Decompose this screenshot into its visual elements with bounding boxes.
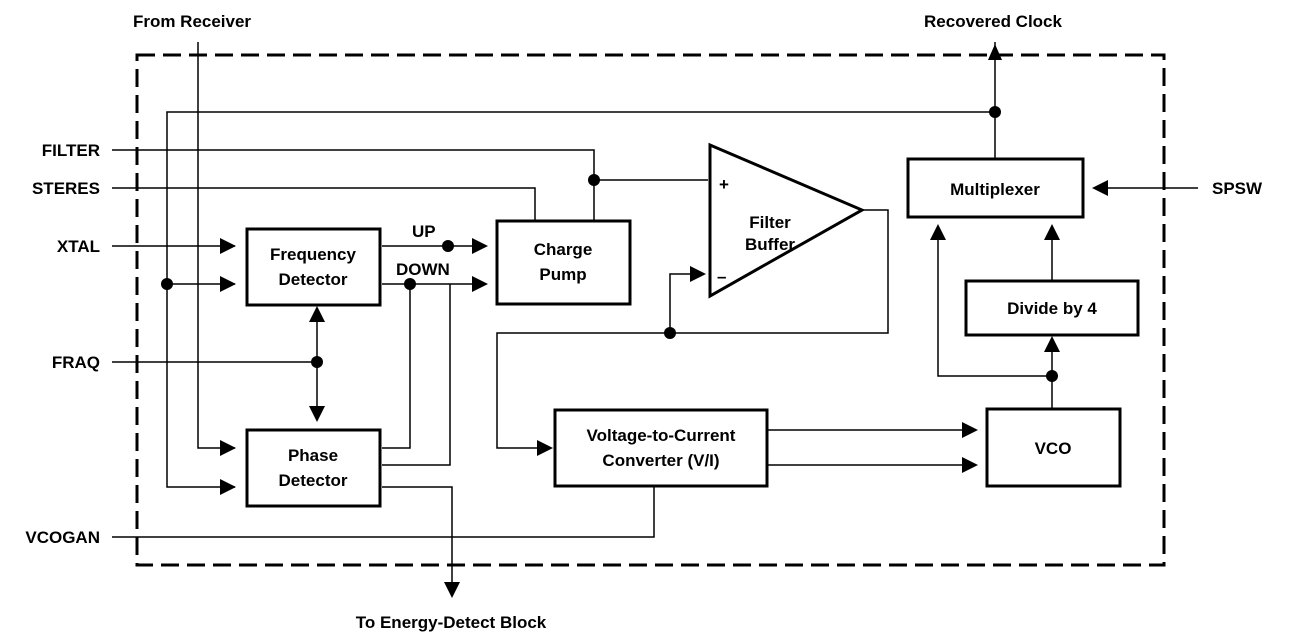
junction-vco-out <box>1046 370 1058 382</box>
steres-pin-label: STERES <box>32 179 100 198</box>
junction-bus <box>161 278 173 290</box>
filter-pin-label: FILTER <box>42 141 100 160</box>
from-receiver-label: From Receiver <box>133 12 251 31</box>
fraq-pin-label: FRAQ <box>52 353 100 372</box>
vco-block: VCO <box>985 407 1122 488</box>
to-energy-detect-label: To Energy-Detect Block <box>356 613 547 632</box>
arrow-minus-in <box>690 266 706 282</box>
arrow-up-in <box>472 238 488 254</box>
junction-charge-out <box>588 174 600 186</box>
charge-pump-block: Charge Pump <box>495 219 632 306</box>
recovered-clock-label: Recovered Clock <box>924 12 1062 31</box>
v-to-i-line-1: Voltage-to-Current <box>587 426 736 445</box>
xtal-pin-label: XTAL <box>57 237 100 256</box>
arrow-recovered-clock <box>988 44 1002 60</box>
chip-boundary <box>135 53 1166 567</box>
arrow-fraq-up <box>309 306 325 322</box>
vco-label: VCO <box>1035 439 1072 458</box>
junction-feedback <box>664 327 676 339</box>
arrow-bus-in-phase <box>220 479 236 495</box>
arrow-vco-in-2 <box>962 457 978 473</box>
charge-pump-line-2: Pump <box>539 265 586 284</box>
divide-by-4-label: Divide by 4 <box>1007 299 1097 318</box>
arrow-spsw-in <box>1092 180 1108 196</box>
arrow-down-in <box>472 276 488 292</box>
multiplexer-block: Multiplexer <box>906 157 1085 219</box>
arrow-bus-in-freq <box>220 276 236 292</box>
arrow-vco-in-1 <box>962 422 978 438</box>
junction-down <box>404 278 416 290</box>
frequency-detector-block: Frequency Detector <box>245 227 382 307</box>
frequency-detector-line-2: Detector <box>279 270 348 289</box>
junction-up <box>442 240 454 252</box>
arrow-divide-in <box>1044 336 1060 352</box>
arrow-energy-out <box>444 582 460 598</box>
arrow-xtal-in <box>220 238 236 254</box>
vcogan-pin-label: VCOGAN <box>25 528 100 547</box>
filter-buffer-block: Filter Buffer + – <box>708 142 866 299</box>
filter-buffer-line-1: Filter <box>749 213 791 232</box>
phase-detector-line-1: Phase <box>288 446 338 465</box>
down-label: DOWN <box>396 260 450 279</box>
divide-by-4-block: Divide by 4 <box>964 279 1140 337</box>
junction-recovered-clock <box>989 106 1001 118</box>
frequency-detector-line-1: Frequency <box>270 245 357 264</box>
junctions <box>161 106 1058 382</box>
v-to-i-line-2: Converter (V/I) <box>602 451 719 470</box>
arrow-fraq-down <box>309 406 325 422</box>
arrow-vi-in <box>537 440 553 456</box>
plus-input-label: + <box>719 175 729 194</box>
arrow-receiver-in-phase <box>220 440 236 456</box>
signal-labels: From Receiver Recovered Clock FILTER STE… <box>25 12 1263 632</box>
charge-pump-line-1: Charge <box>534 240 593 259</box>
spsw-pin-label: SPSW <box>1212 179 1263 198</box>
up-label: UP <box>412 222 436 241</box>
filter-buffer-line-2: Buffer <box>745 235 795 254</box>
phase-detector-line-2: Detector <box>279 471 348 490</box>
arrow-mux-in-left <box>930 224 946 240</box>
multiplexer-label: Multiplexer <box>950 180 1040 199</box>
phase-detector-block: Phase Detector <box>245 428 382 508</box>
minus-input-label: – <box>717 267 726 286</box>
v-to-i-block: Voltage-to-Current Converter (V/I) <box>553 408 769 488</box>
arrow-mux-in-right <box>1044 224 1060 240</box>
junction-fraq <box>311 356 323 368</box>
arrowheads <box>220 44 1108 598</box>
